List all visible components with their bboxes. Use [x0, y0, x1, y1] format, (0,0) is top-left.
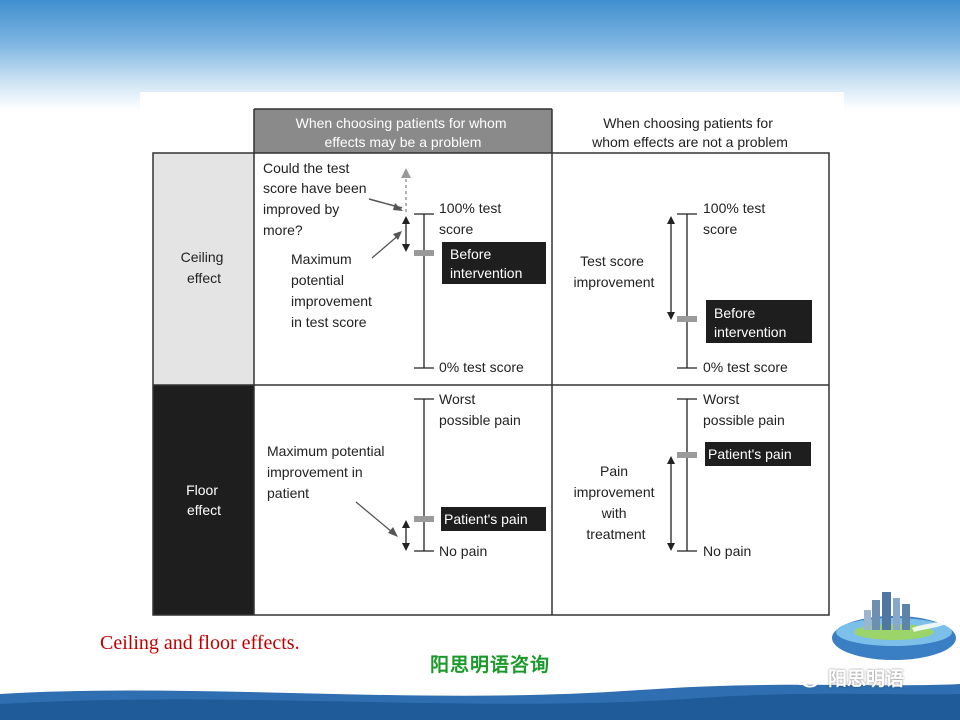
col-header-not-problem: When choosing patients for whom effects …: [591, 115, 788, 150]
current-pain-tick: [414, 516, 434, 522]
city-globe-logo: [832, 592, 956, 660]
cell-ceiling-ok: Test score improvement 100% test score 0…: [574, 200, 812, 375]
question-label: Could the test score have been improved …: [263, 160, 370, 238]
improvement-label: Pain improvement with treatment: [574, 463, 659, 542]
cell-ceiling-problem: Could the test score have been improved …: [263, 160, 546, 375]
scale-top-label: Worst possible pain: [703, 391, 785, 428]
row-header-ceiling: [153, 153, 254, 385]
scale-top-label: 100% test score: [703, 200, 769, 237]
company-name: 阳思明语咨询: [430, 654, 551, 676]
wechat-icon: [789, 665, 820, 688]
patients-pain-label: Patient's pain: [708, 446, 792, 462]
header-cell-problem: [254, 109, 552, 153]
header-gradient-band: [0, 0, 960, 110]
wechat-account-label: 阳思明语: [828, 667, 905, 690]
double-arrow-icon: [667, 216, 675, 320]
max-improvement-label: Maximum potential improvement in patient: [267, 443, 388, 501]
before-intervention-box: [442, 242, 546, 284]
improvement-label: Test score improvement: [574, 253, 655, 290]
before-intervention-label: Before intervention: [714, 305, 786, 340]
patients-pain-box: [705, 442, 811, 466]
patients-pain-label: Patient's pain: [444, 511, 528, 527]
row-header-floor: [153, 385, 254, 615]
before-intervention-box: [706, 300, 812, 343]
before-intervention-label: Before intervention: [450, 246, 522, 281]
scale-top-label: 100% test score: [439, 200, 505, 237]
scale-axis: [414, 398, 434, 552]
max-improvement-label: Maximum potential improvement in test sc…: [291, 251, 376, 330]
double-arrow-icon: [667, 456, 675, 551]
table-grid: [152, 108, 830, 616]
current-score-tick: [414, 250, 434, 256]
row-header-floor-label: Floor effect: [186, 482, 222, 518]
double-arrow-icon: [371, 216, 410, 259]
scale-bottom-label: No pain: [703, 543, 751, 559]
current-score-tick: [677, 316, 697, 322]
wechat-watermark: 阳思明语: [788, 662, 904, 692]
dotted-arrow-icon: [368, 168, 411, 212]
double-arrow-icon: [355, 501, 410, 551]
footer-wave: [0, 684, 960, 720]
current-pain-tick: [677, 452, 697, 458]
col-header-problem: When choosing patients for whom effects …: [296, 115, 511, 150]
scale-top-label: Worst possible pain: [439, 391, 521, 428]
scale-bottom-label: No pain: [439, 543, 487, 559]
scale-axis: [414, 213, 434, 369]
scale-axis: [677, 398, 697, 552]
scale-bottom-label: 0% test score: [703, 359, 788, 375]
scale-bottom-label: 0% test score: [439, 359, 524, 375]
row-header-ceiling-label: Ceiling effect: [181, 249, 228, 286]
scale-axis: [677, 213, 697, 369]
figure-caption: Ceiling and floor effects.: [100, 632, 300, 654]
cell-floor-ok: Pain improvement with treatment Worst po…: [574, 391, 811, 559]
patients-pain-box: [441, 507, 546, 531]
cell-floor-problem: Maximum potential improvement in patient…: [267, 391, 546, 559]
